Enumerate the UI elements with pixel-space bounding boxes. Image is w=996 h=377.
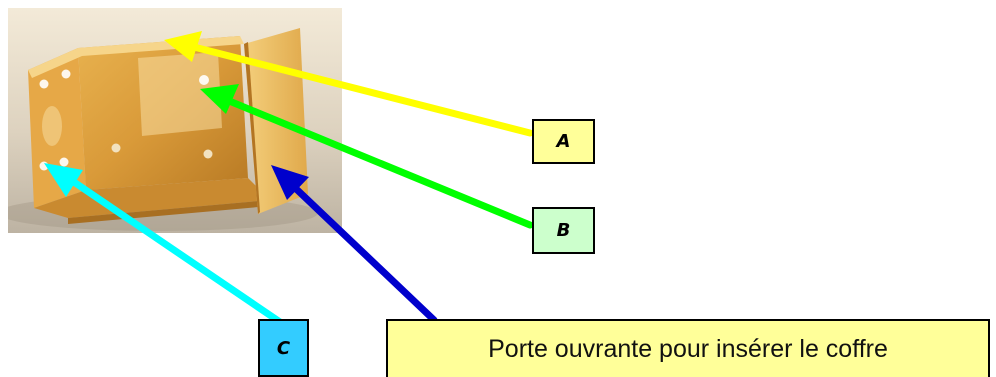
metal-enclosure-photo	[8, 8, 342, 233]
label-b-box: B	[532, 207, 595, 254]
label-a-text: A	[556, 131, 571, 152]
label-c-text: C	[276, 337, 291, 359]
enclosure-illustration	[8, 8, 342, 233]
label-a-box: A	[532, 119, 595, 164]
label-c-box: C	[258, 319, 309, 377]
door-label-box: Porte ouvrante pour insérer le coffre	[386, 319, 990, 377]
label-b-text: B	[556, 220, 571, 241]
door-label-text: Porte ouvrante pour insérer le coffre	[488, 334, 888, 363]
